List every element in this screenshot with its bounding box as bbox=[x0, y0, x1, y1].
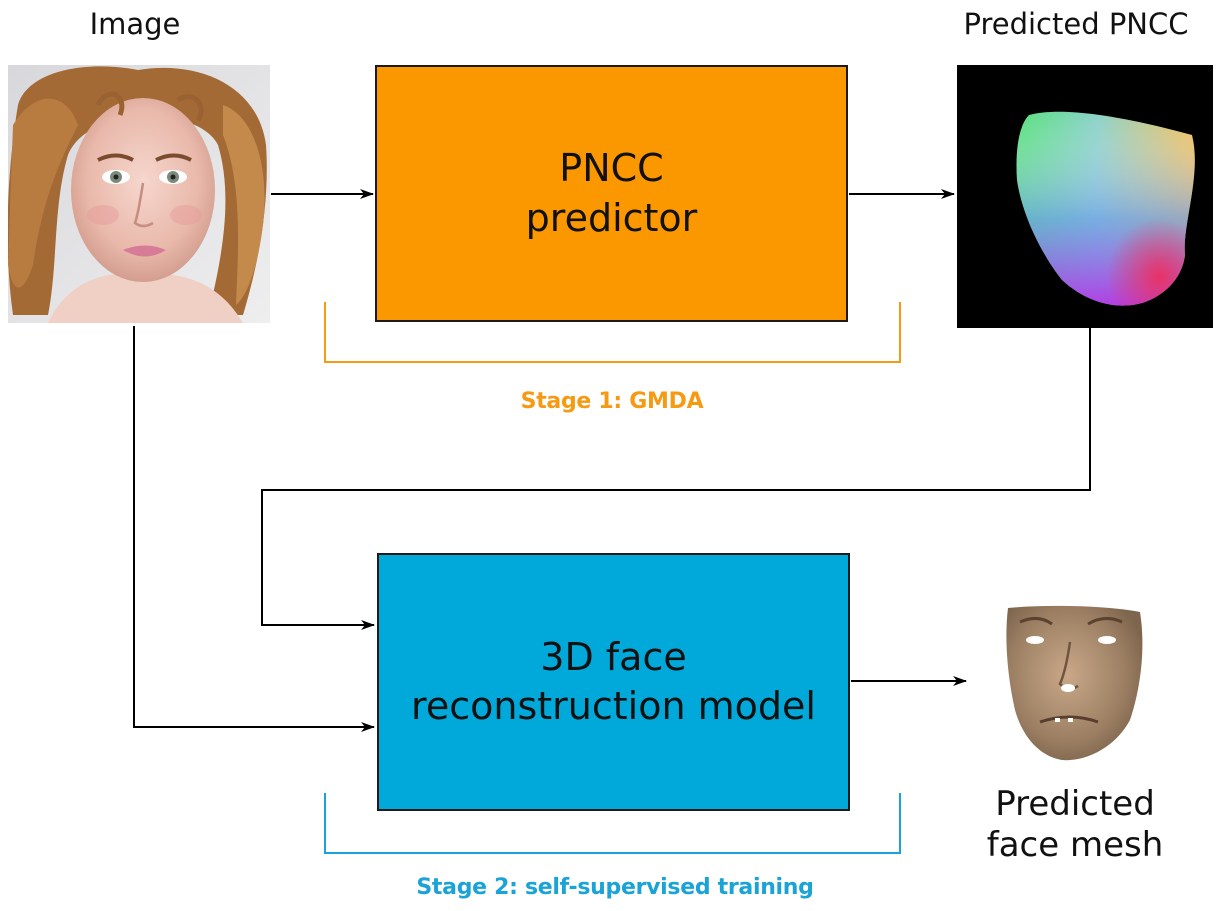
pncc-predictor-block: PNCC predictor bbox=[375, 65, 848, 322]
predicted-mesh-title-line1: Predicted bbox=[995, 784, 1155, 824]
image-title: Image bbox=[89, 7, 181, 41]
pncc-predictor-label-line2: predictor bbox=[525, 195, 698, 240]
arrow-pncc-to-reconstruction bbox=[261, 328, 1091, 630]
input-face-image bbox=[8, 65, 270, 323]
stage1-label: Stage 1: GMDA bbox=[520, 389, 704, 414]
textured-face-mesh-icon bbox=[1006, 605, 1143, 761]
predicted-pncc-title: Predicted PNCC bbox=[963, 7, 1189, 41]
reconstruction-label-line1: 3D face bbox=[540, 634, 687, 679]
stage2-bracket bbox=[324, 793, 901, 854]
reconstruction-model-block: 3D face reconstruction model bbox=[377, 553, 850, 811]
pncc-predictor-label-line1: PNCC bbox=[559, 146, 664, 191]
face-mesh-image bbox=[990, 600, 1160, 765]
arrow-image-to-reconstruction bbox=[133, 326, 375, 732]
reconstruction-label-line2: reconstruction model bbox=[411, 684, 816, 728]
face-photo-icon bbox=[8, 65, 270, 323]
predicted-mesh-title-line2: face mesh bbox=[986, 825, 1164, 865]
stage1-bracket bbox=[324, 302, 901, 363]
stage2-label: Stage 2: self-supervised training bbox=[416, 875, 814, 900]
pncc-image bbox=[957, 65, 1213, 328]
pncc-rainbow-map-icon bbox=[957, 65, 1213, 328]
